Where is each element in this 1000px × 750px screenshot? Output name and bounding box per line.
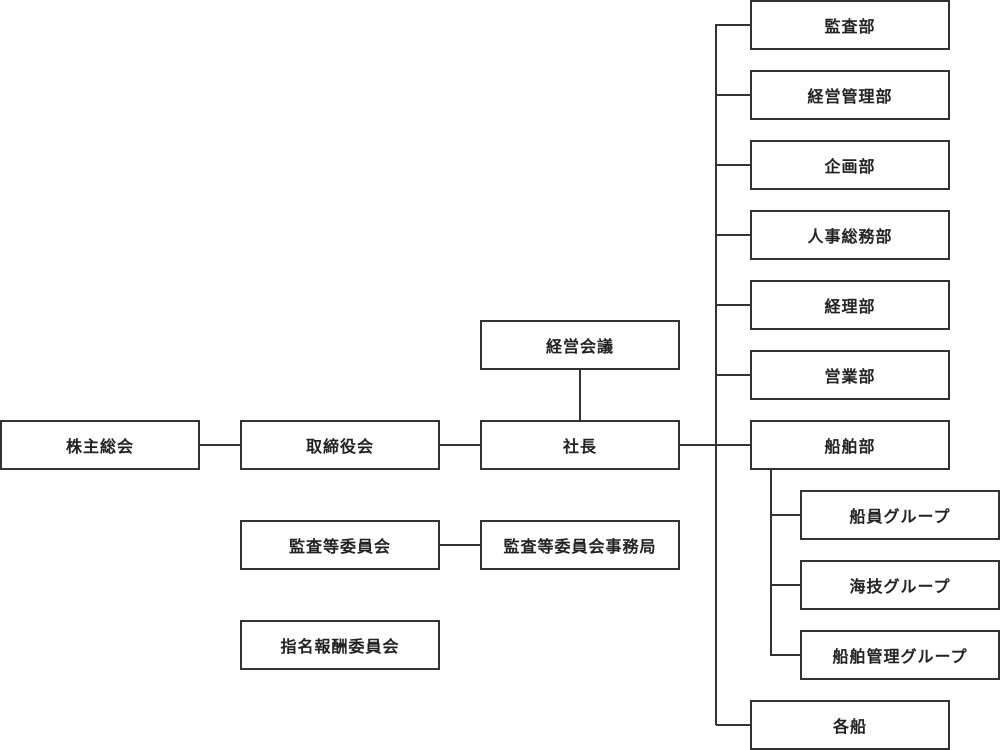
- president-box: 社長: [480, 420, 680, 470]
- board-of-directors-box: 取締役会: [240, 420, 440, 470]
- audit-committee-box: 監査等委員会: [240, 520, 440, 570]
- planning-dept-box: 企画部: [750, 140, 950, 190]
- ship-dept-box: 船舶部: [750, 420, 950, 470]
- nomination-committee-box: 指名報酬委員会: [240, 620, 440, 670]
- audit-dept-box: 監査部: [750, 0, 950, 50]
- ship-management-group-box: 船舶管理グループ: [800, 630, 1000, 680]
- vessels-box: 各船: [750, 700, 950, 750]
- crew-group-box: 船員グループ: [800, 490, 1000, 540]
- management-admin-dept-box: 経営管理部: [750, 70, 950, 120]
- audit-committee-office-box: 監査等委員会事務局: [480, 520, 680, 570]
- sales-dept-box: 営業部: [750, 350, 950, 400]
- accounting-dept-box: 経理部: [750, 280, 950, 330]
- shareholders-meeting-box: 株主総会: [0, 420, 200, 470]
- marine-tech-group-box: 海技グループ: [800, 560, 1000, 610]
- management-meeting-box: 経営会議: [480, 320, 680, 370]
- hr-general-dept-box: 人事総務部: [750, 210, 950, 260]
